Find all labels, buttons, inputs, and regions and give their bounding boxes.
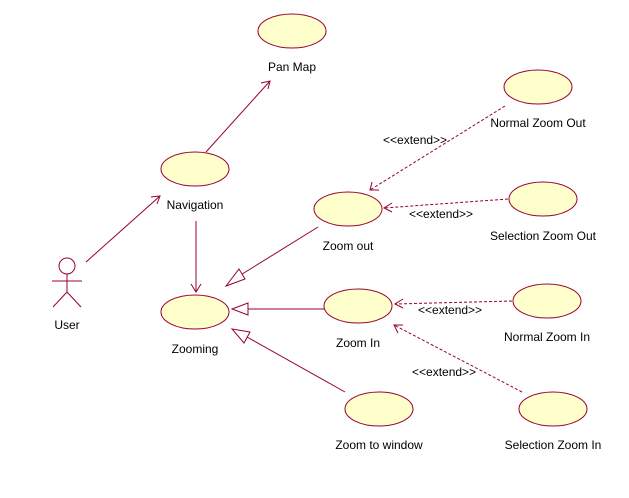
usecase-zoom-out[interactable]: Zoom out <box>313 191 383 253</box>
usecase-normal-zoom-out-oval <box>503 69 573 105</box>
usecase-navigation-label: Navigation <box>167 198 224 212</box>
actor-right-leg <box>66 291 82 308</box>
gen-zoomout-zooming-triangle <box>224 268 246 288</box>
usecase-zoom-to-window[interactable]: Zoom to window <box>335 391 423 452</box>
ext-normalzoomout-zoomout-arrowhead <box>369 181 379 191</box>
usecase-zoom-to-window-label: Zoom to window <box>335 438 423 452</box>
assoc-navigation-zooming-arrowhead <box>190 283 202 293</box>
usecase-selection-zoom-in-label: Selection Zoom In <box>505 438 602 452</box>
usecase-selection-zoom-out-oval <box>508 181 578 217</box>
ext-label-selection-zoom-out: <<extend>> <box>409 207 473 221</box>
assoc-navigation-panmap-arrowhead <box>260 80 271 90</box>
gen-zoomin-zooming-triangle <box>230 302 249 316</box>
usecase-pan-map-label: Pan Map <box>268 60 316 74</box>
usecase-zoom-in[interactable]: Zoom In <box>323 288 393 350</box>
gen-zoomout-zooming <box>238 226 319 277</box>
usecase-zoom-in-oval <box>323 288 393 324</box>
usecase-pan-map[interactable]: Pan Map <box>257 13 327 74</box>
usecase-zooming[interactable]: Zooming <box>160 294 230 356</box>
usecase-normal-zoom-in-oval <box>512 283 582 319</box>
generalizations <box>224 226 346 393</box>
assoc-user-navigation <box>85 195 161 263</box>
usecase-navigation[interactable]: Navigation <box>160 151 230 212</box>
usecase-selection-zoom-in[interactable]: Selection Zoom In <box>505 391 602 452</box>
usecase-zooming-oval <box>160 294 230 330</box>
actor-left-leg <box>52 291 68 308</box>
gen-zoomtowindow-zooming <box>246 336 346 393</box>
ext-normalzoomin-zoomin <box>394 300 513 305</box>
usecase-zoom-out-label: Zoom out <box>323 239 374 253</box>
assoc-user-navigation-arrowhead <box>150 195 161 205</box>
usecase-navigation-oval <box>160 151 230 187</box>
usecase-pan-map-oval <box>257 13 327 49</box>
extend-relationships: <<extend>> <<extend>> <<extend>> <<exten… <box>369 105 523 393</box>
ext-label-normal-zoom-out: <<extend>> <box>383 133 447 147</box>
usecase-selection-zoom-out-label: Selection Zoom Out <box>490 229 597 243</box>
ext-selectionzoomout-zoomout-arrowhead <box>382 202 393 213</box>
usecase-zoom-to-window-oval <box>344 391 414 427</box>
actor-label: User <box>54 318 79 332</box>
assoc-navigation-panmap <box>205 80 271 153</box>
actor-head <box>58 257 76 275</box>
usecase-normal-zoom-in[interactable]: Normal Zoom In <box>504 283 590 344</box>
ext-normalzoomin-zoomin-arrowhead <box>393 298 404 309</box>
usecase-zoom-out-oval <box>313 191 383 227</box>
ext-normalzoomout-zoomout <box>369 105 506 191</box>
usecase-zooming-label: Zooming <box>172 342 219 356</box>
associations <box>85 80 271 293</box>
usecase-normal-zoom-in-label: Normal Zoom In <box>504 330 590 344</box>
usecase-normal-zoom-out-label: Normal Zoom Out <box>490 116 586 130</box>
ext-label-normal-zoom-in: <<extend>> <box>418 303 482 317</box>
gen-zoomtowindow-zooming-triangle <box>230 328 251 344</box>
ext-selectionzoomin-zoomin <box>393 324 523 393</box>
actor-user[interactable]: User <box>52 257 82 332</box>
usecase-normal-zoom-out[interactable]: Normal Zoom Out <box>490 69 586 130</box>
usecase-selection-zoom-in-oval <box>518 391 588 427</box>
ext-selectionzoomout-zoomout <box>383 198 509 209</box>
usecase-zoom-in-label: Zoom In <box>336 336 380 350</box>
ext-label-selection-zoom-in: <<extend>> <box>412 365 476 379</box>
ext-selectionzoomin-zoomin-arrowhead <box>393 324 403 334</box>
usecase-selection-zoom-out[interactable]: Selection Zoom Out <box>490 181 597 243</box>
